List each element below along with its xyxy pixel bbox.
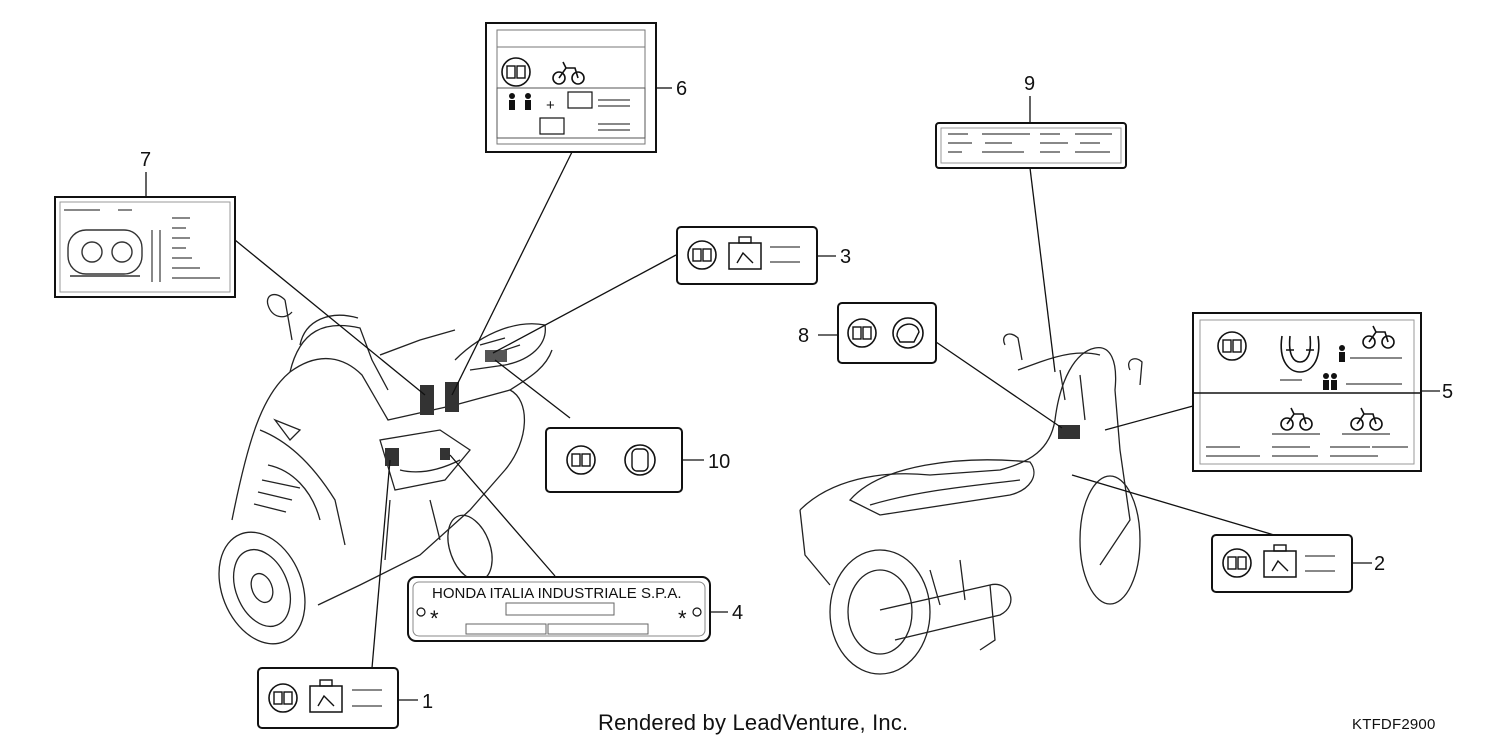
svg-text:+: +	[546, 97, 555, 114]
rider-icon	[509, 93, 531, 110]
plate-mark-left: *	[430, 606, 439, 631]
callout-6: 6	[676, 78, 687, 100]
callout-5: 5	[1442, 381, 1453, 403]
tire-pressure-icon	[1280, 335, 1320, 373]
label-8: 8	[798, 302, 937, 364]
helmet-icon	[892, 317, 924, 349]
manual-book-icon	[687, 240, 717, 270]
manual-book-icon	[847, 318, 877, 348]
callout-1: 1	[422, 691, 433, 713]
manual-book-icon	[1217, 331, 1247, 361]
credit-text: Rendered by LeadVenture, Inc.	[598, 710, 909, 735]
callout-2: 2	[1374, 553, 1385, 575]
diagram-code: KTFDF2900	[1352, 716, 1436, 733]
label-10: 10	[545, 427, 730, 493]
label-6: + 6	[485, 22, 687, 153]
callout-10: 10	[708, 451, 730, 473]
leader-lines	[234, 151, 1275, 669]
engine-icon	[67, 229, 143, 277]
label-3: 3	[676, 226, 851, 285]
label-4: HONDA ITALIA INDUSTRIALE S.P.A. * * 4	[407, 576, 743, 642]
manual-book-icon	[501, 57, 531, 87]
label-1: 1	[257, 667, 433, 729]
callout-3: 3	[840, 246, 851, 268]
helmet-icon	[624, 444, 656, 476]
rider-icon	[1323, 345, 1345, 390]
label-7: 7	[54, 149, 236, 298]
label-9: 9	[935, 73, 1127, 169]
label-5: 5	[1192, 312, 1453, 472]
plate-maker-text: HONDA ITALIA INDUSTRIALE S.P.A.	[432, 585, 682, 602]
manual-book-icon	[1222, 548, 1252, 578]
callout-4: 4	[732, 602, 743, 624]
manual-book-icon	[566, 445, 596, 475]
plate-mark-right: *	[678, 606, 687, 631]
callout-7: 7	[140, 149, 151, 171]
manual-book-icon	[268, 683, 298, 713]
scooter-rear-view	[799, 333, 1143, 675]
callout-9: 9	[1024, 73, 1035, 95]
callout-8: 8	[798, 325, 809, 347]
label-2: 2	[1211, 534, 1385, 593]
